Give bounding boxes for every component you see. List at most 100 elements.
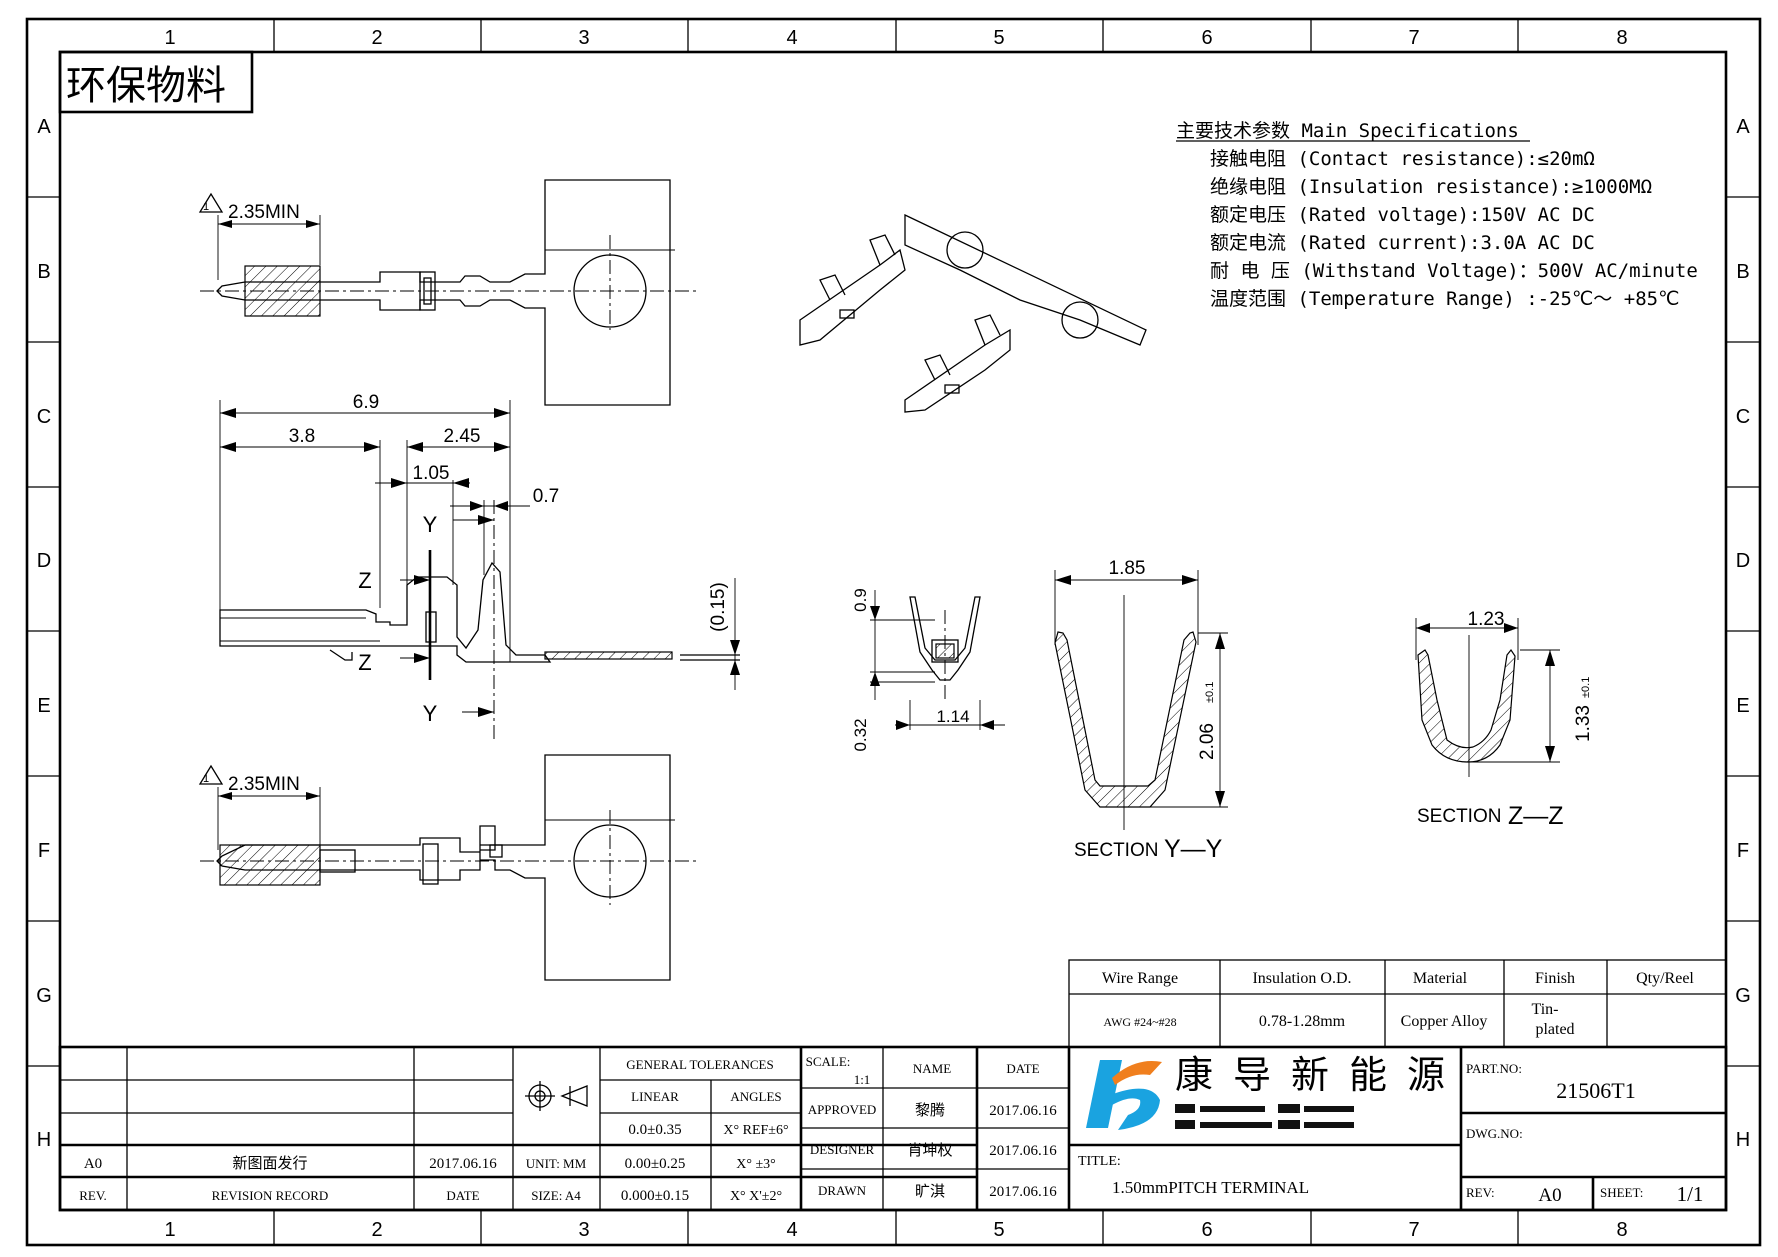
isometric-view: [799, 213, 1147, 413]
svg-text:环保物料: 环保物料: [66, 63, 226, 108]
name-header: NAME: [913, 1061, 951, 1076]
row-label: B: [1736, 261, 1749, 283]
dim-zz-height: 1.33: [1573, 705, 1594, 742]
row-label: F: [38, 840, 50, 862]
cut-label-y: Y: [423, 512, 438, 537]
tolerance-linear: 0.00±0.25: [625, 1156, 686, 1172]
column-label: 5: [993, 1219, 1004, 1241]
eco-material-stamp: 环保物料: [58, 50, 254, 114]
general-tolerances-heading: GENERAL TOLERANCES: [626, 1057, 773, 1072]
section-z-z: 1.23 1.33 ±0.1 SECTION Z—Z: [1415, 609, 1594, 830]
company-name-char: 源: [1407, 1055, 1445, 1097]
approval-date: 2017.06.16: [989, 1184, 1057, 1200]
tolerance-angle: X° ±3°: [736, 1157, 776, 1172]
company-name-char: 导: [1233, 1055, 1271, 1097]
sheet-label: SHEET:: [1600, 1185, 1643, 1200]
dim-0-15: (0.15): [708, 582, 729, 632]
spec-item: 温度范围 (Temperature Range) :-25℃～ +85℃: [1210, 288, 1679, 310]
section-yy-label: SECTION: [1074, 840, 1158, 861]
row-label: G: [36, 985, 52, 1007]
tolerance-linear: 0.000±0.15: [621, 1188, 689, 1204]
row-label: A: [37, 116, 51, 138]
spec-item: 绝缘电阻 (Insulation resistance):≥1000MΩ: [1210, 176, 1652, 198]
title-label: TITLE:: [1078, 1154, 1121, 1169]
rev-header: REV.: [79, 1188, 107, 1203]
revision-triangle-icon: [198, 192, 224, 213]
revision-record: 新图面发行: [232, 1155, 307, 1172]
column-label: 6: [1201, 1219, 1212, 1241]
table-header: Finish: [1535, 970, 1575, 987]
dim-top-min: 2.35MIN: [228, 202, 300, 223]
dim-yy-tolerance: ±0.1: [1204, 682, 1216, 703]
third-angle-projection-icon: [525, 1081, 588, 1111]
approval-role: DESIGNER: [810, 1142, 875, 1157]
part-no-label: PART.NO:: [1466, 1061, 1522, 1076]
row-label: G: [1735, 985, 1751, 1007]
column-label: 4: [786, 1219, 797, 1241]
row-label: H: [37, 1129, 51, 1151]
dim-1-14: 1.14: [936, 707, 969, 726]
linear-header: LINEAR: [631, 1089, 679, 1104]
table-header: Material: [1413, 970, 1468, 987]
approval-name: 肖坤权: [907, 1142, 952, 1159]
column-label: 8: [1616, 1219, 1627, 1241]
revision-date: 2017.06.16: [429, 1156, 497, 1172]
table-header: Qty/Reel: [1636, 970, 1694, 987]
approval-date: 2017.06.16: [989, 1103, 1057, 1119]
revision-flag: 1: [203, 201, 209, 213]
revision-flag: 1: [203, 773, 209, 785]
table-header: Insulation O.D.: [1252, 970, 1351, 987]
main-specifications: 主要技术参数 Main Specifications 接触电阻 (Contact…: [1176, 120, 1698, 310]
rev-label: REV:: [1466, 1185, 1495, 1200]
row-label: B: [37, 261, 50, 283]
row-label: F: [1737, 840, 1749, 862]
finish-value: plated: [1535, 1021, 1574, 1038]
sheet-value: 1/1: [1677, 1182, 1704, 1206]
approval-role: APPROVED: [808, 1102, 877, 1117]
tolerance-angle: X° REF±6°: [723, 1123, 788, 1138]
cut-label-y: Y: [423, 701, 438, 726]
column-label: 3: [578, 27, 589, 49]
column-label: 8: [1616, 27, 1627, 49]
row-label: C: [1736, 406, 1750, 428]
column-label: 2: [371, 27, 382, 49]
tolerance-linear: 0.0±0.35: [628, 1122, 681, 1138]
rev-value: A0: [1538, 1185, 1561, 1206]
dim-1-05: 1.05: [413, 463, 450, 484]
section-zz-name: Z—Z: [1508, 802, 1564, 830]
drawing-title: 1.50mmPITCH TERMINAL: [1112, 1178, 1309, 1197]
column-label: 6: [1201, 27, 1212, 49]
unit: UNIT: MM: [526, 1156, 587, 1171]
approval-role: DRAWN: [818, 1183, 867, 1198]
bottom-view-terminal: 1 2.35MIN: [198, 754, 700, 981]
part-number: 21506T1: [1556, 1078, 1635, 1103]
section-zz-label: SECTION: [1417, 806, 1501, 827]
dim-zz-width: 1.23: [1468, 609, 1505, 630]
title-block: A0 新图面发行 2017.06.16 REV. REVISION RECORD…: [58, 1045, 1728, 1212]
column-label: 4: [786, 27, 797, 49]
paper-size: SIZE: A4: [531, 1188, 581, 1203]
company-name-char: 康: [1175, 1055, 1213, 1097]
approval-date: 2017.06.16: [989, 1143, 1057, 1159]
approval-name: 黎腾: [915, 1102, 945, 1119]
column-label: 2: [371, 1219, 382, 1241]
column-label: 7: [1408, 27, 1419, 49]
table-header: Wire Range: [1102, 970, 1178, 987]
finish-value: Tin-: [1532, 1001, 1559, 1018]
row-label: D: [1736, 550, 1750, 572]
dim-2-45: 2.45: [444, 426, 481, 447]
spec-item: 耐 电 压 (Withstand Voltage)：500V AC/minute: [1210, 260, 1698, 282]
date-header: DATE: [1006, 1061, 1039, 1076]
row-label: D: [37, 550, 51, 572]
dwg-no-label: DWG.NO:: [1466, 1126, 1523, 1141]
front-view-terminal: 0.9 0.32 1.14: [851, 588, 1005, 752]
row-label: H: [1736, 1129, 1750, 1151]
date-header: DATE: [446, 1188, 479, 1203]
material-value: Copper Alloy: [1401, 1013, 1488, 1030]
revision-value: A0: [84, 1156, 102, 1172]
revision-triangle-icon: [198, 764, 224, 785]
company-name-char: 能: [1349, 1055, 1387, 1097]
company-logo: 康 导 新 能 源: [1086, 1055, 1445, 1130]
cut-label-z: Z: [358, 650, 371, 675]
side-view-terminal: 6.9 3.8 2.45 1.05 0.7 Y Z Z Y (0.15): [219, 392, 740, 740]
